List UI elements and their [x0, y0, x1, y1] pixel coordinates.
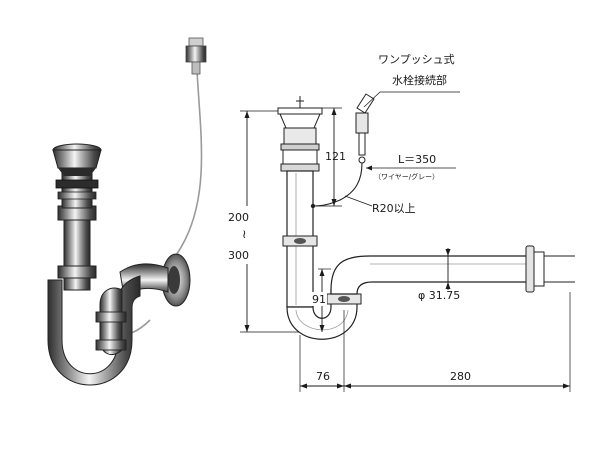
- height-tilde-label: ≀: [242, 227, 247, 241]
- drawing-connector-icon: [355, 93, 375, 164]
- outlet-length-label: 280: [450, 370, 471, 383]
- push-connector-icon: [185, 37, 207, 75]
- drain-head-icon: [277, 96, 323, 172]
- height-max-label: 300: [228, 249, 249, 262]
- connector-label-line1: ワンプッシュ式: [378, 53, 455, 66]
- pipe-diameter-dimension: φ 31.75: [418, 248, 460, 302]
- outlet-flange-icon: [525, 245, 575, 293]
- wire-length-label: L＝350: [398, 153, 436, 166]
- bottom-dimensions: 76 280: [299, 292, 571, 392]
- pipe-diameter-label: φ 31.75: [418, 289, 460, 302]
- upper-length-label: 121: [325, 150, 346, 163]
- trap-bend-icon: [47, 275, 141, 386]
- popup-drain-icon: [52, 143, 102, 209]
- product-photo: [47, 37, 207, 386]
- wire-note-label: （ワイヤー/グレー）: [374, 172, 439, 181]
- connector-label-line2: 水栓接続部: [392, 73, 447, 87]
- trap-depth-dimension: 91: [311, 268, 331, 332]
- wall-flange-icon: [161, 253, 191, 307]
- height-dimension: 200 ≀ 300: [228, 110, 300, 333]
- technical-drawing: 200 ≀ 300: [228, 53, 575, 392]
- trap-depth-label: 91: [312, 293, 326, 306]
- bend-radius-label: R20以上: [372, 202, 416, 215]
- height-min-label: 200: [228, 211, 249, 224]
- upper-length-dimension: 121: [316, 107, 346, 207]
- trap-offset-label: 76: [316, 370, 330, 383]
